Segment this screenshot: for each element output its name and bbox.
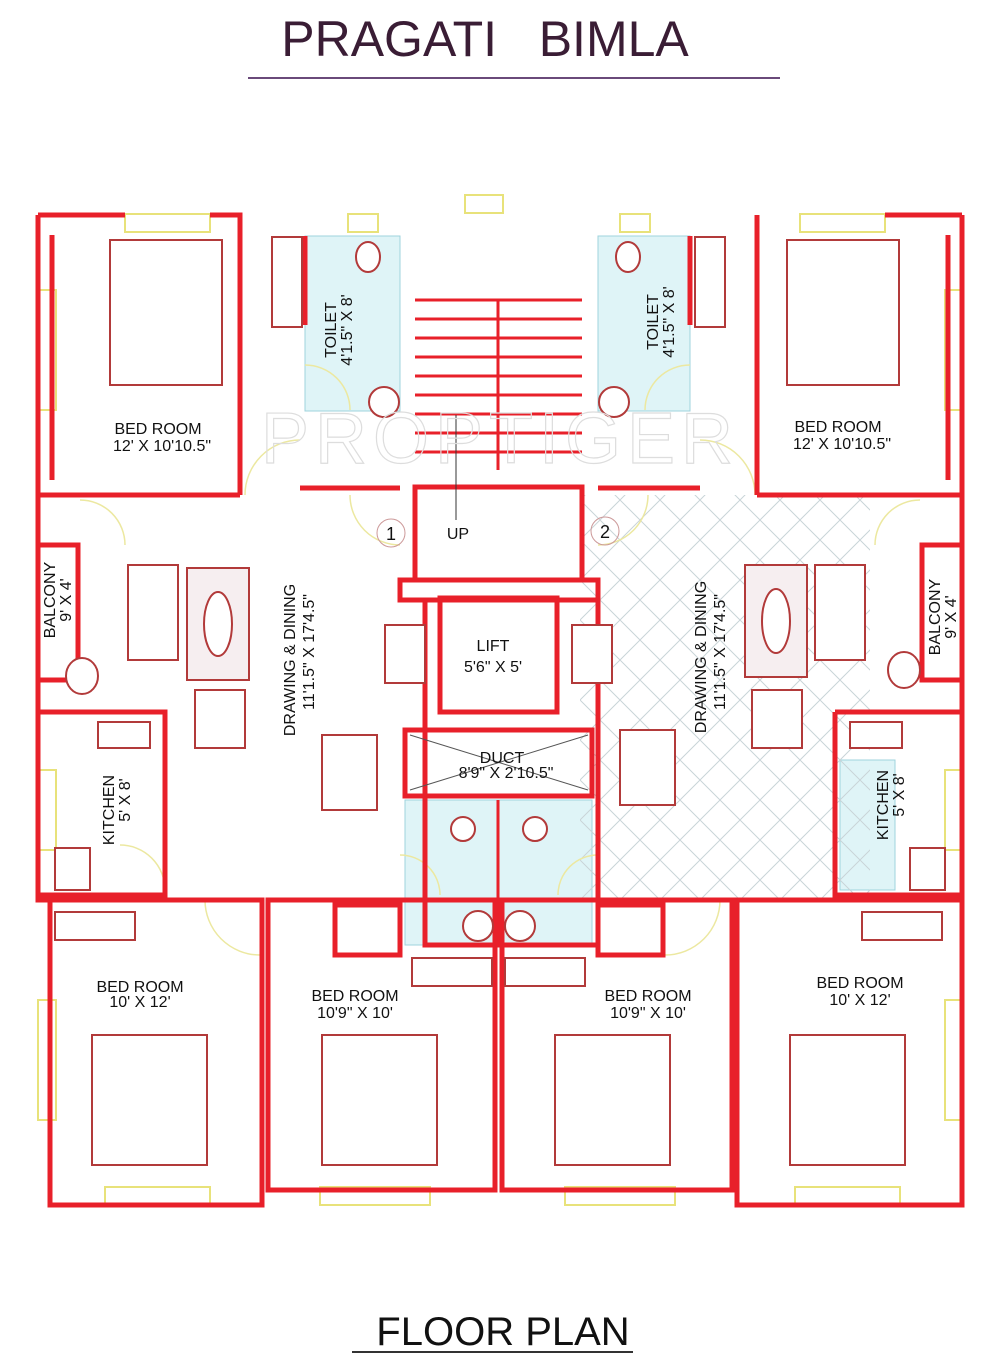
stairs-up-label: UP <box>447 526 469 543</box>
armchair-icon <box>384 624 426 684</box>
bed-icon <box>91 1034 208 1166</box>
bedroom-b2-size: 10'9" X 10' <box>317 1005 393 1022</box>
sofa-icon <box>814 564 866 661</box>
project-title: PRAGATI BIMLA <box>281 11 689 67</box>
drawing-left-name: DRAWING & DINING <box>282 584 299 736</box>
washbasin-icon <box>368 386 400 418</box>
bedroom-tl-name: BED ROOM <box>114 421 201 438</box>
duct-size: 8'9" X 2'10.5" <box>459 765 554 782</box>
washbasin-icon <box>504 910 536 942</box>
lift-name: LIFT <box>477 638 510 655</box>
sink-icon <box>909 847 946 891</box>
armchair-icon <box>194 689 246 749</box>
balcony-left-name: BALCONY <box>42 561 59 638</box>
flat-2-marker <box>590 516 620 546</box>
floor-plan-caption: FLOOR PLAN <box>376 1310 629 1354</box>
sink-icon <box>54 847 91 891</box>
kitchen-left-name: KITCHEN <box>101 775 118 845</box>
bed-icon <box>321 1034 438 1166</box>
bedroom-tr-size: 12' X 10'10.5" <box>793 436 891 453</box>
bedroom-b4-name: BED ROOM <box>816 975 903 992</box>
bedroom-b1-size: 10' X 12' <box>109 994 170 1011</box>
toilet-right-floor <box>597 235 691 412</box>
balcony-left-size: 9' X 4' <box>58 578 75 621</box>
wardrobe-icon <box>271 236 303 328</box>
bedroom-b1-name: BED ROOM <box>96 979 183 996</box>
bedroom-b3-name: BED ROOM <box>604 988 691 1005</box>
wc-icon <box>450 816 476 842</box>
bed-icon <box>554 1034 671 1166</box>
doors <box>79 364 921 956</box>
windows <box>37 194 964 1206</box>
kitchen-left-size: 5' X 8' <box>117 778 134 821</box>
wardrobe-icon <box>504 957 586 987</box>
drawing-left-size: 11'1.5" X 17'4.5" <box>301 594 318 710</box>
wc-icon <box>522 816 548 842</box>
wardrobe-icon <box>411 957 493 987</box>
flat-1-marker <box>376 518 406 548</box>
bedroom-b3-size: 10'9" X 10' <box>610 1005 686 1022</box>
chair-icon <box>887 651 921 689</box>
washbasin-icon <box>462 910 494 942</box>
dining-table-icon <box>321 734 378 811</box>
armchair-icon <box>751 689 803 749</box>
drawing-right-floor-pattern <box>580 495 870 900</box>
room-labels: BED ROOM 12' X 10'10.5" BED ROOM 12' X 1… <box>42 286 960 1022</box>
wc-icon <box>615 241 641 273</box>
drawing-right-name: DRAWING & DINING <box>693 581 710 733</box>
lift-size: 5'6" X 5' <box>464 659 522 676</box>
flat-1-number: 1 <box>386 524 396 544</box>
wc-icon <box>355 241 381 273</box>
coffee-table-icon <box>203 591 233 657</box>
bed-icon <box>789 1034 906 1166</box>
kitchen-right-size: 5' X 8' <box>891 773 908 816</box>
washbasin-icon <box>598 386 630 418</box>
bedroom-tr-name: BED ROOM <box>794 419 881 436</box>
toilet-right-name: TOILET <box>645 294 662 350</box>
stove-icon <box>97 721 151 749</box>
dining-table-icon <box>619 729 676 806</box>
coffee-table-icon <box>761 588 791 654</box>
drawing-right-size: 11'1.5" X 17'4.5" <box>712 594 729 710</box>
bedroom-tl-size: 12' X 10'10.5" <box>113 438 211 455</box>
toilet-right-size: 4'1.5" X 8' <box>661 286 678 357</box>
wardrobe-icon <box>694 236 726 328</box>
chair-icon <box>65 657 99 695</box>
bedroom-b2-name: BED ROOM <box>311 988 398 1005</box>
sofa-icon <box>127 564 179 661</box>
furniture <box>54 236 946 1166</box>
toilet-left-floor <box>304 235 401 412</box>
staircase <box>415 298 582 520</box>
bedroom-b4-size: 10' X 12' <box>829 992 890 1009</box>
bed-icon <box>786 239 900 386</box>
toilet-left-name: TOILET <box>323 302 340 358</box>
walls <box>35 212 965 1208</box>
toilet-left-size: 4'1.5" X 8' <box>339 294 356 365</box>
flat-2-number: 2 <box>600 522 610 542</box>
stove-icon <box>849 721 903 749</box>
armchair-icon <box>571 624 613 684</box>
wardrobe-icon <box>54 911 136 941</box>
wardrobe-icon <box>861 911 943 941</box>
duct-cross <box>409 734 589 791</box>
bed-icon <box>109 239 223 386</box>
watermark: PROPTIGER <box>261 399 739 479</box>
duct-name: DUCT <box>480 750 525 767</box>
kitchen-right-name: KITCHEN <box>875 770 892 840</box>
balcony-right-size: 9' X 4' <box>943 595 960 638</box>
balcony-right-name: BALCONY <box>927 578 944 655</box>
